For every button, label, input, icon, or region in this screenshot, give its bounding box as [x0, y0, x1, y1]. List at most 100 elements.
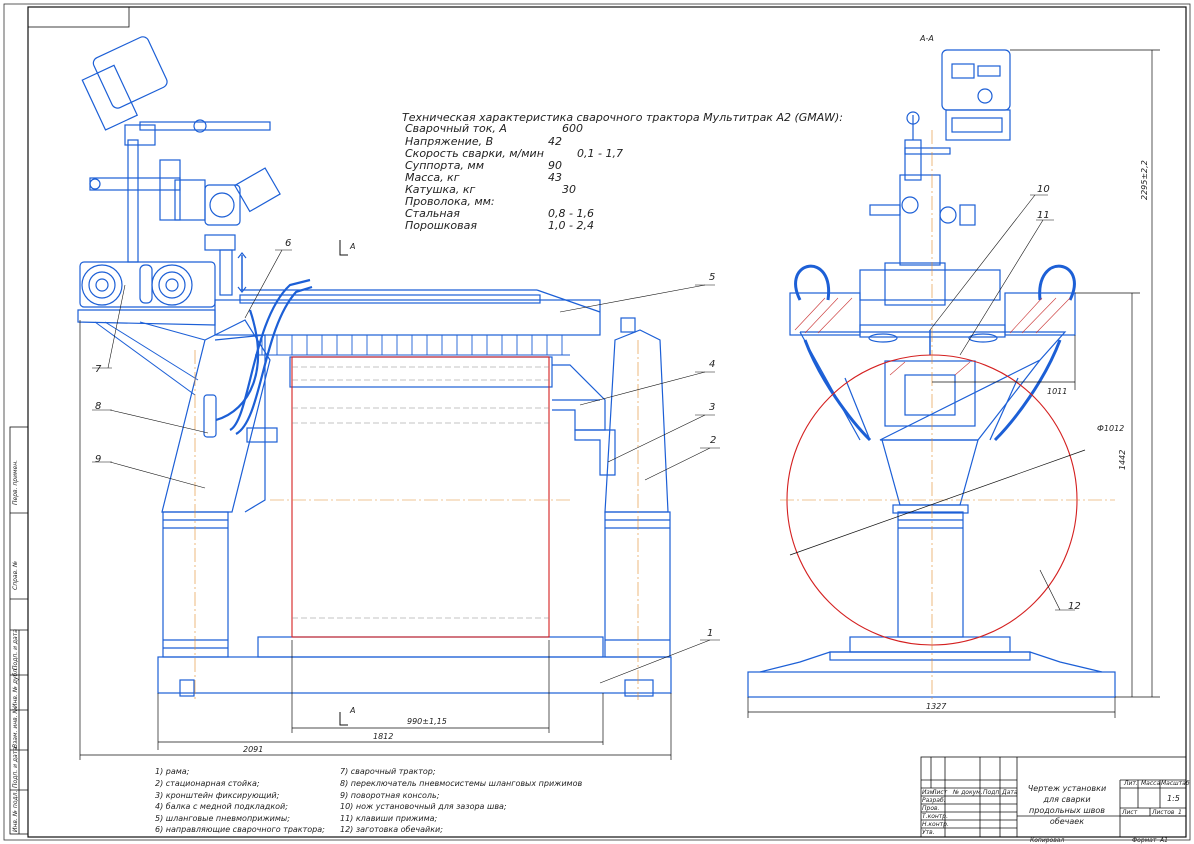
stamp-mass: Масса [1141, 780, 1161, 787]
side-stamp-label: Взам. инв. № [12, 707, 19, 748]
section-centerlines [780, 130, 1115, 700]
title-block-lines [920, 756, 1187, 838]
central-column [897, 511, 964, 638]
stamp-row-label: Пров. [922, 805, 940, 812]
drawing-frame [27, 6, 1187, 838]
stamp-cell: Лист [932, 789, 948, 796]
front-dimensions [79, 320, 672, 760]
left-block [789, 292, 861, 336]
legend-item: 6) направляющие сварочного трактора; [155, 825, 325, 834]
stamp-sheets: Листов [1152, 809, 1175, 816]
spec-label: Скорость сварки, м/мин [405, 147, 544, 160]
legend-item: 4) балка с медной подкладкой; [155, 802, 288, 811]
stamp-cell: Подп. [983, 789, 1002, 796]
legend-item: 7) сварочный трактор; [340, 767, 436, 776]
legend-item: 1) рама; [155, 767, 190, 776]
tractor-rail [77, 309, 216, 326]
spec-value: 30 [562, 183, 576, 196]
callout-4: 4 [709, 359, 716, 370]
spec-label: Проволока, мм: [405, 195, 495, 208]
cut-mark-bottom: А [350, 706, 356, 715]
spec-label: Сварочный ток, А [405, 122, 507, 135]
side-stamp-label: Справ. № [12, 560, 19, 590]
stamp-cell: Изм [922, 789, 935, 796]
section-marks [339, 240, 348, 726]
spec-value: 43 [548, 171, 562, 184]
callout-7: 7 [95, 364, 102, 375]
control-unit [941, 49, 1011, 111]
legend-item: 10) нож установочный для зазора шва; [340, 802, 507, 811]
stamp-sheets-value: 1 [1178, 809, 1182, 816]
welding-tractor [79, 36, 281, 308]
dim-phi: Ф1012 [1097, 424, 1125, 433]
callout-12: 12 [1068, 601, 1081, 612]
side-stamp-label: Перв. примен. [12, 459, 19, 505]
stamp-cell: Дата [1002, 789, 1018, 796]
drawing-title: Чертеж установки для сварки продольных ш… [1027, 784, 1107, 826]
callout-10: 10 [1037, 184, 1050, 195]
callout-3: 3 [709, 402, 716, 413]
stamp-row-label: Утв. [922, 829, 935, 836]
legend-item: 12) заготовка обечайки; [340, 825, 443, 834]
right-pedestal [604, 511, 671, 658]
cut-mark-top: А [350, 242, 356, 251]
legend-item: 5) шланговые пневмоприжимы; [155, 814, 290, 823]
stamp-row-label: Н.контр. [922, 821, 949, 828]
shell-blank [291, 356, 550, 638]
dim-1011: 1011 [1047, 387, 1068, 396]
legend-item: 11) клавиши прижима; [340, 814, 438, 823]
callout-11: 11 [1037, 210, 1050, 221]
dim-2091: 2091 [243, 745, 264, 754]
spec-label: Напряжение, В [405, 135, 494, 148]
stamp-format-value: А1 [1160, 837, 1168, 844]
side-stamp-label: Инв. № подл. [12, 790, 19, 832]
stationary-stand [604, 329, 669, 513]
spec-value: 0,8 - 1,6 [548, 207, 594, 220]
spec-label: Катушка, кг [405, 183, 476, 196]
legend-item: 9) поворотная консоль; [340, 791, 440, 800]
dim-2295: 2295±2,2 [1140, 160, 1149, 200]
dim-1327: 1327 [926, 702, 947, 711]
side-stamp-label: Подп. и дата [12, 629, 19, 670]
section-label: А-А [920, 34, 934, 43]
callout-6: 6 [285, 238, 292, 249]
callout-5: 5 [709, 272, 716, 283]
dim-1442: 1442 [1118, 449, 1127, 470]
dim-1812: 1812 [373, 732, 394, 741]
spec-label: Масса, кг [405, 171, 460, 184]
spec-value: 42 [548, 135, 562, 148]
side-stamp-label: Инв. № дубл. [12, 666, 19, 708]
callout-1: 1 [707, 628, 714, 639]
stamp-scale: Масштаб [1161, 780, 1190, 787]
legend-item: 2) стационарная стойка; [155, 779, 260, 788]
stamp-scale-value: 1:5 [1167, 794, 1180, 803]
stamp-copied: Копировал [1030, 837, 1065, 844]
left-pedestal [162, 511, 229, 658]
dim-990: 990±1,15 [407, 717, 447, 726]
section-base [747, 671, 1116, 698]
side-stamp [9, 426, 29, 835]
spec-value: 600 [562, 122, 583, 135]
front-view [77, 36, 672, 697]
spec-value: 90 [548, 159, 562, 172]
spec-label: Суппорта, мм [405, 159, 485, 172]
spec-label: Порошковая [405, 219, 477, 232]
callout-8: 8 [95, 401, 102, 412]
legend-item: 3) кронштейн фиксирующий; [155, 791, 280, 800]
front-centerlines [194, 340, 639, 700]
section-view [747, 49, 1116, 698]
clamp-beam [214, 299, 601, 336]
spec-value: 1,0 - 2,4 [548, 219, 594, 232]
stamp-cell: № докум. [953, 789, 983, 796]
stamp-sheet: Лист [1122, 809, 1138, 816]
copper-beam [289, 356, 553, 388]
stamp-lit: Лит. [1124, 780, 1138, 787]
stamp-row-label: Т.контр. [922, 813, 949, 820]
callout-9: 9 [95, 454, 102, 465]
frame-base [157, 656, 672, 694]
stamp-format: Формат [1132, 837, 1157, 844]
section-dimensions [747, 49, 1160, 718]
spec-label: Стальная [405, 207, 460, 220]
spec-title: Техническая характеристика сварочного тр… [402, 111, 843, 124]
